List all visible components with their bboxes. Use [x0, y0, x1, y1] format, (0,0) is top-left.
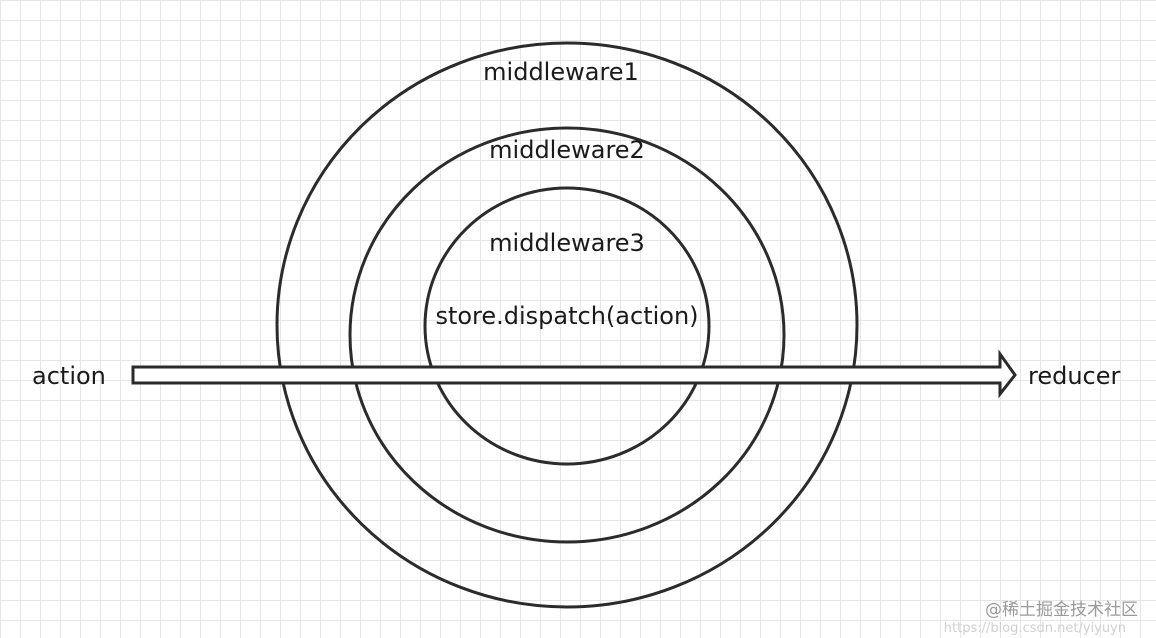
inner-ring-middleware3: [423, 186, 711, 466]
core-label: store.dispatch(action): [435, 302, 698, 330]
ring-label-middleware3: middleware3: [489, 229, 645, 257]
input-label: action: [32, 362, 106, 390]
watermark-url: https://blog.csdn.net/yiyuyn: [943, 621, 1126, 636]
middle-ring-middleware2: [348, 126, 786, 544]
flow-arrow: [131, 349, 1017, 399]
output-label: reducer: [1028, 362, 1121, 390]
outer-ring-middleware1: [275, 41, 859, 609]
watermark: @稀土掘金技术社区: [985, 600, 1138, 620]
ring-label-middleware2: middleware2: [489, 136, 645, 164]
ring-label-middleware1: middleware1: [483, 58, 639, 86]
